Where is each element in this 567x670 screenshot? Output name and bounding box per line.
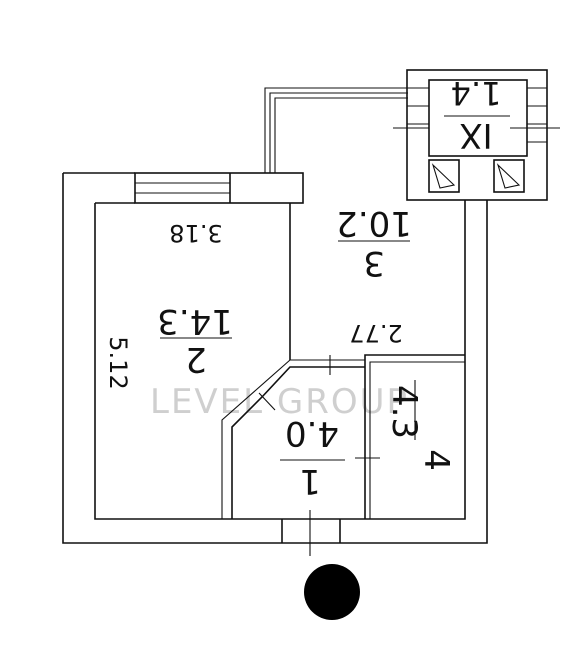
dimension-top-width: 3.18 <box>169 219 222 247</box>
room-4-label: 4.3 4 <box>384 380 456 471</box>
window-top <box>134 172 304 204</box>
room-3-area: 10.2 <box>336 203 412 243</box>
room-1-label: 4.0 1 <box>280 413 345 501</box>
room-ix-number: IX <box>459 115 492 155</box>
shaft-block <box>393 69 560 210</box>
room-3-number: 3 <box>363 243 385 283</box>
room-4-area: 4.3 <box>384 385 424 439</box>
room-2-label: 14.3 2 <box>157 301 233 379</box>
entrance-door <box>281 510 341 556</box>
room-1-number: 1 <box>299 461 321 501</box>
entrance-marker <box>304 564 360 620</box>
room-ix-label: 1.4 IX <box>444 74 510 155</box>
dimension-left-height: 5.12 <box>104 336 132 389</box>
outer-walls <box>62 172 488 544</box>
vent-duct-right <box>493 159 525 193</box>
interior-partitions <box>221 354 465 519</box>
top-passage <box>264 87 408 360</box>
room-4-number: 4 <box>416 449 456 471</box>
room-ix-area: 1.4 <box>451 74 502 112</box>
room-2-area: 14.3 <box>157 301 233 341</box>
room-3-label: 10.2 3 <box>336 203 412 283</box>
vent-duct-left <box>428 159 460 193</box>
room-2-number: 2 <box>185 339 207 379</box>
dimension-room3-width: 2.77 <box>349 319 402 347</box>
room-1-area: 4.0 <box>285 413 339 453</box>
